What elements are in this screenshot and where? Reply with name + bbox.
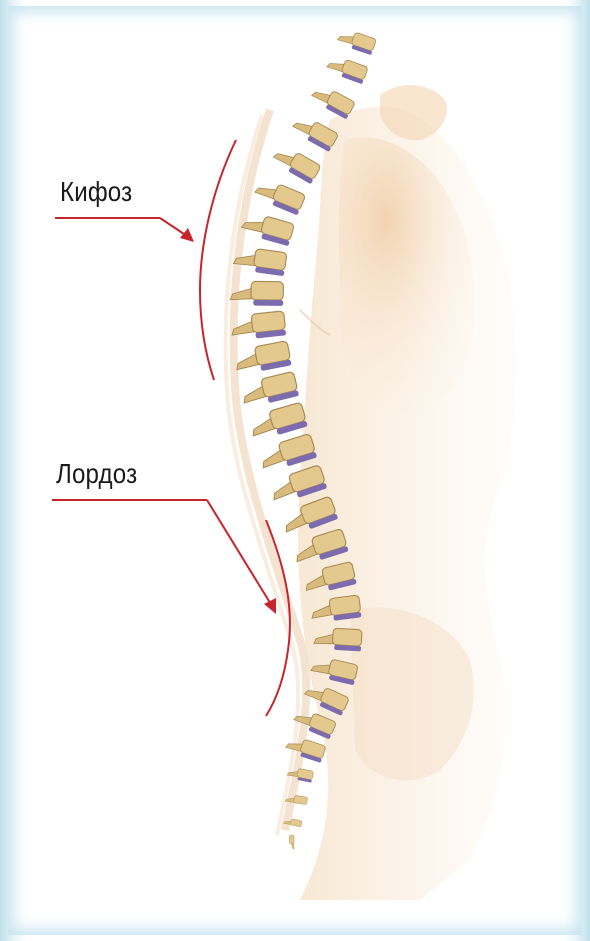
- vertebral-body: [332, 628, 362, 646]
- vertebral-body: [289, 835, 294, 844]
- kyphosis-arrowhead: [180, 228, 194, 242]
- vertebra: [336, 28, 376, 56]
- kyphosis-label: Кифоз: [60, 176, 132, 208]
- vertebral-body: [290, 819, 302, 827]
- torso-silhouette: [298, 85, 516, 900]
- vertebral-body: [251, 281, 283, 300]
- vertebra: [233, 341, 291, 376]
- vertebra: [253, 177, 306, 216]
- vertebra: [289, 835, 294, 849]
- lordosis-arrowhead: [264, 598, 276, 614]
- vertebra: [325, 54, 368, 84]
- intervertebral-disc: [253, 300, 283, 306]
- vertebral-body: [251, 311, 286, 333]
- vertebral-body: [294, 795, 308, 804]
- vertebra: [309, 83, 355, 120]
- vertebra: [240, 371, 300, 408]
- lordosis-label: Лордоз: [56, 458, 137, 490]
- vertebra: [248, 402, 308, 442]
- vertebra: [240, 211, 294, 247]
- vertebra: [290, 113, 338, 152]
- vertebra: [271, 143, 321, 184]
- vertebra: [230, 311, 286, 341]
